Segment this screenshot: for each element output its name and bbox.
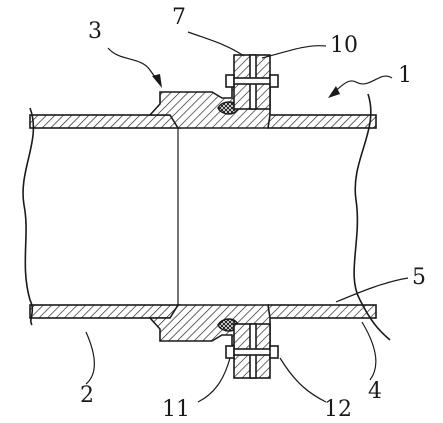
right-pipe-top-wall (267, 114, 377, 129)
reference-labels: 3 7 10 1 5 2 4 11 12 (80, 5, 426, 422)
leader-4 (361, 321, 377, 381)
right-pipe-bottom-wall (267, 304, 377, 319)
bottom-bolt-nut-right (269, 345, 279, 359)
left-pipe-top-wall (29, 114, 181, 129)
top-bolt-nut-right (269, 74, 279, 88)
label-5: 5 (412, 265, 426, 290)
leader-1 (333, 75, 393, 93)
leader-1-arrowhead (328, 86, 340, 98)
leader-3 (107, 47, 161, 85)
right-break-line (353, 93, 391, 341)
label-2: 2 (80, 383, 94, 408)
leader-5 (335, 277, 409, 303)
leader-7 (187, 31, 245, 57)
label-3: 3 (88, 19, 102, 44)
bottom-socket (148, 304, 279, 379)
leader-12 (279, 357, 327, 403)
right-pipe (267, 93, 391, 341)
left-break-line (22, 107, 35, 326)
leader-2 (85, 331, 95, 385)
label-11: 11 (162, 397, 190, 422)
top-bolt-head-left (225, 74, 235, 88)
top-socket (148, 54, 279, 129)
label-1: 1 (398, 63, 412, 88)
leader-11 (197, 357, 231, 403)
leader-10 (261, 45, 327, 59)
leader-3-arrowhead (152, 74, 162, 88)
leader-lines (85, 31, 409, 403)
label-10: 10 (330, 33, 358, 58)
label-4: 4 (368, 379, 382, 404)
label-12: 12 (324, 397, 352, 422)
label-7: 7 (172, 5, 186, 30)
left-pipe-bottom-wall (29, 304, 181, 319)
bottom-bolt-head-left (225, 345, 235, 359)
left-pipe (22, 107, 181, 326)
